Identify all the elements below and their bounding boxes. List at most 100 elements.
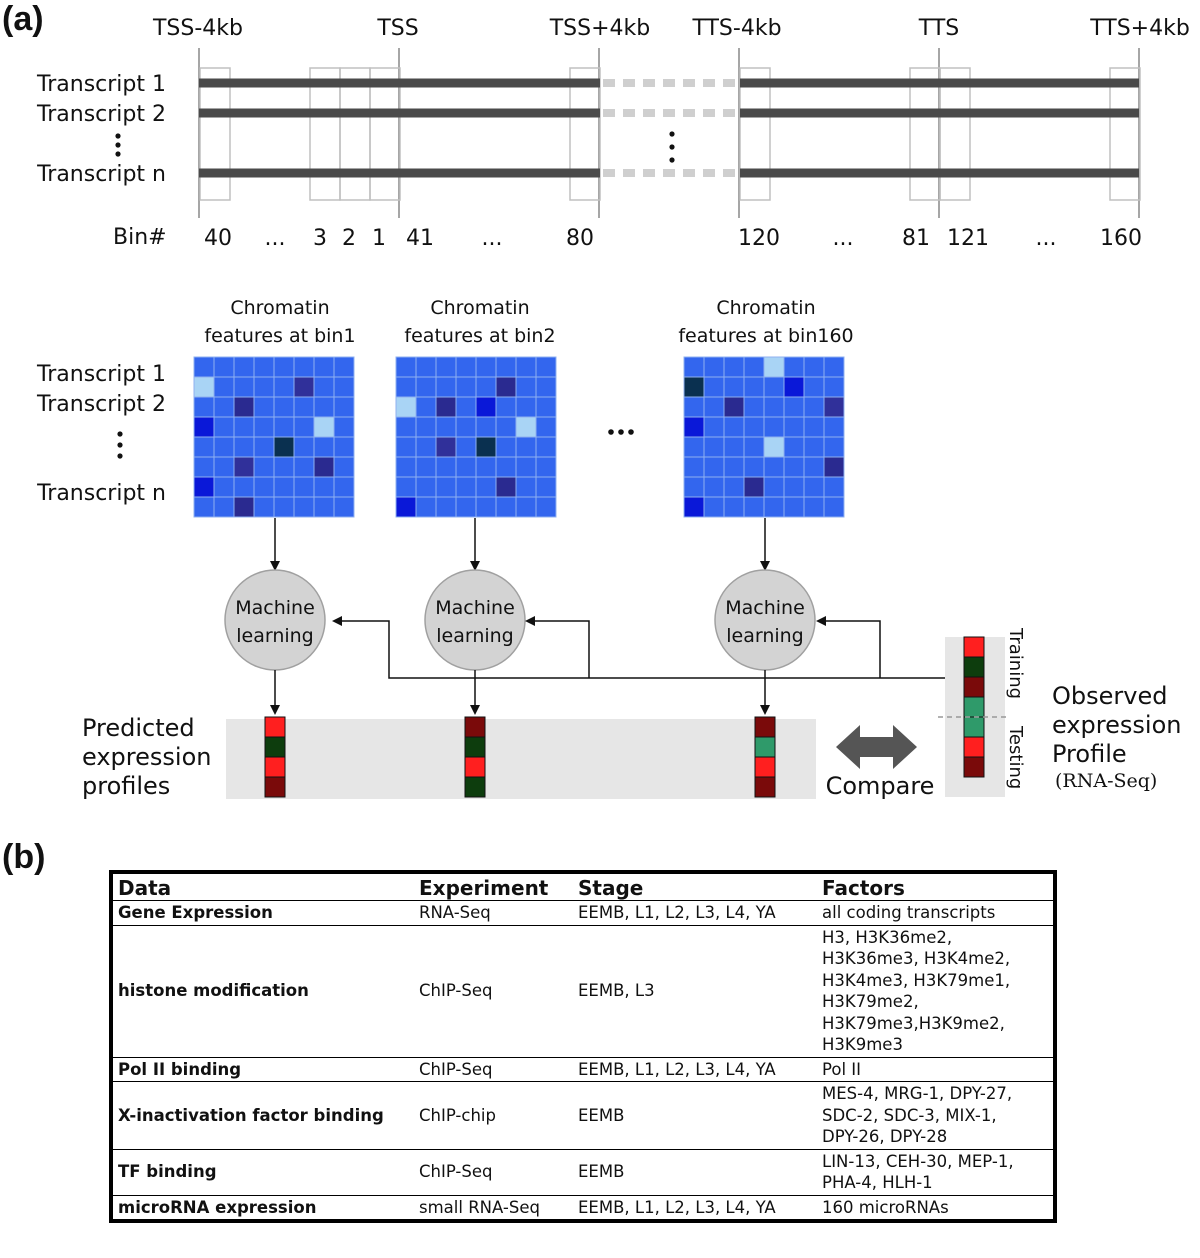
profile-cell (963, 756, 985, 778)
feature-cell (515, 456, 537, 478)
compare-label: Compare (826, 772, 935, 800)
feedback-line (534, 620, 590, 678)
profile-cell (963, 696, 985, 718)
factor-line: H3, H3K36me2, (822, 927, 953, 947)
feature-cell (313, 496, 335, 518)
factor-line: H3K79me2, (822, 992, 919, 1011)
feature-cell (253, 456, 275, 478)
feature-cell (415, 476, 437, 498)
feature-cell (313, 416, 335, 438)
feature-cell (395, 416, 417, 438)
feature-cell (455, 416, 477, 438)
feature-cell (743, 436, 765, 458)
ellipsis-dot (669, 157, 675, 163)
bin-box (739, 67, 771, 201)
transcript-label: Transcript 1 (36, 362, 166, 387)
feature-cell (213, 476, 235, 498)
feature-cell (535, 416, 557, 438)
ellipsis-dot (608, 429, 614, 435)
feature-cell (395, 496, 417, 518)
bin-label: Bin# (113, 225, 167, 250)
header-experiment: Experiment (419, 876, 549, 900)
feature-cell (313, 456, 335, 478)
feature-cell (475, 456, 497, 478)
feature-cell (723, 396, 745, 418)
feature-cell (763, 356, 785, 378)
feature-cell (535, 376, 557, 398)
feature-cell (803, 356, 825, 378)
ml-circle (714, 569, 816, 671)
feature-cell (415, 436, 437, 458)
feature-cell (783, 476, 805, 498)
feature-cell (293, 396, 315, 418)
feature-cell (253, 376, 275, 398)
feature-cell (535, 496, 557, 518)
ellipsis-dot (117, 453, 123, 459)
ellipsis-dot (117, 442, 123, 448)
feature-cell (273, 376, 295, 398)
ellipsis-dot (628, 429, 634, 435)
feature-cell (763, 376, 785, 398)
feature-cell (475, 416, 497, 438)
feature-cell (233, 356, 255, 378)
header-stage: Stage (578, 876, 644, 900)
arrow-head (470, 561, 480, 571)
cell-experiment: small RNA-Seq (414, 1194, 573, 1219)
feature-cell (803, 416, 825, 438)
feature-cell (683, 456, 705, 478)
axis-label: TSS (376, 16, 418, 41)
arrow-head (525, 616, 535, 626)
cell-stage: EEMB, L1, L2, L3, L4, YA (573, 1194, 817, 1219)
feature-cell (743, 396, 765, 418)
bin-number: 80 (566, 226, 594, 251)
feature-cell (823, 396, 845, 418)
feature-cell (535, 356, 557, 378)
feature-cell (703, 496, 725, 518)
feature-title: features at bin2 (404, 325, 555, 347)
feature-cell (193, 356, 215, 378)
feature-cell (273, 456, 295, 478)
ellipsis-dot (669, 144, 675, 150)
feedback-line (825, 620, 881, 678)
observed-label: expression (1052, 711, 1181, 739)
cell-experiment: ChIP-Seq (414, 1148, 573, 1195)
feature-cell (823, 356, 845, 378)
factor-line: SDC-2, SDC-3, MIX-1, (822, 1105, 997, 1125)
feature-cell (333, 496, 355, 518)
feature-cell (455, 396, 477, 418)
ellipsis-dot (115, 151, 121, 157)
feature-cell (395, 356, 417, 378)
arrow-head (470, 705, 480, 715)
feature-cell (683, 436, 705, 458)
feature-cell (515, 496, 537, 518)
ml-label: Machine (435, 597, 515, 619)
arrow-head (760, 705, 770, 715)
bin-number: ... (833, 226, 854, 251)
cell-factors: LIN-13, CEH-30, MEP-1,PHA-4, HLH-1 (817, 1148, 1053, 1195)
feature-cell (395, 456, 417, 478)
profile-cell (264, 776, 286, 798)
data-table: Data Experiment Stage Factors Gene Expre… (109, 870, 1057, 1223)
header-data: Data (118, 876, 172, 900)
ellipsis-dot (669, 131, 675, 137)
feature-cell (333, 456, 355, 478)
feature-title: Chromatin (716, 297, 815, 319)
predicted-label: profiles (82, 772, 170, 800)
feature-cell (193, 396, 215, 418)
feature-cell (495, 496, 517, 518)
feature-cell (515, 356, 537, 378)
feature-cell (333, 396, 355, 418)
feature-cell (273, 356, 295, 378)
profile-cell (963, 636, 985, 658)
ml-label: Machine (235, 597, 315, 619)
ml-label: Machine (725, 597, 805, 619)
feature-cell (293, 456, 315, 478)
feature-cell (333, 356, 355, 378)
factor-line: H3K79me3,H3K9me2, (822, 1013, 1005, 1033)
profile-cell (754, 776, 776, 798)
bin-number: ... (482, 226, 503, 251)
feature-cell (723, 376, 745, 398)
feature-cell (703, 376, 725, 398)
